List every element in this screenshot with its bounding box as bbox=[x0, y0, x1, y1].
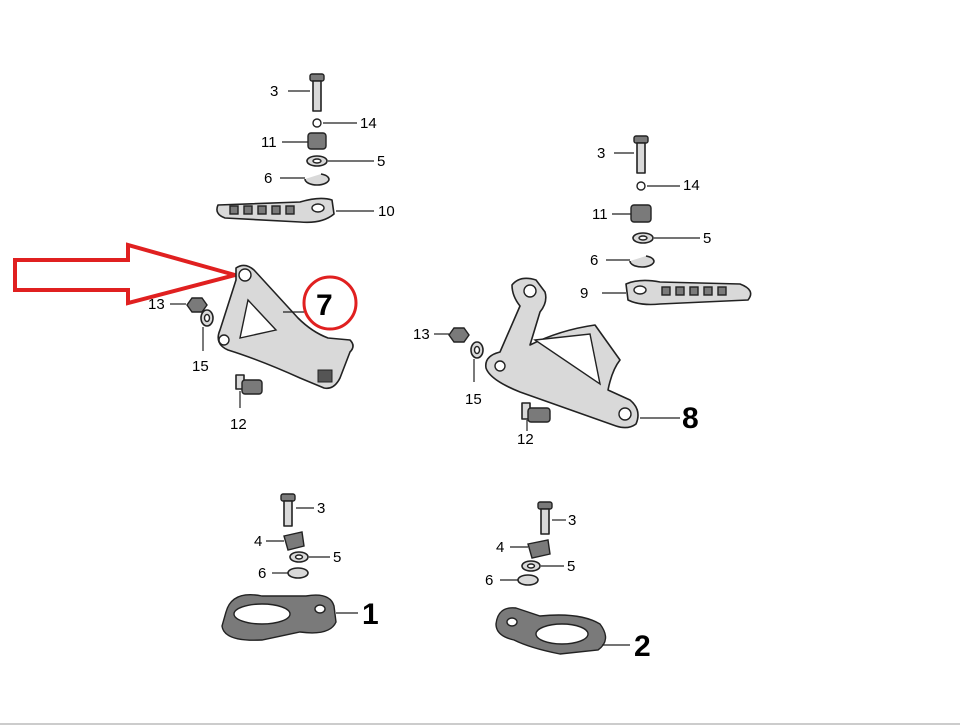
rear-left-assembly: 3 14 11 5 6 10 bbox=[216, 73, 395, 224]
clip-6 bbox=[629, 255, 655, 268]
washer-14 bbox=[636, 181, 646, 191]
label-2: 2 bbox=[634, 630, 651, 663]
bracket-8 bbox=[484, 277, 639, 429]
clip-6 bbox=[517, 574, 539, 586]
bolt-3 bbox=[633, 135, 649, 174]
label-9: 9 bbox=[580, 285, 588, 302]
label-8: 8 bbox=[682, 402, 699, 435]
label-10: 10 bbox=[378, 203, 395, 220]
spring-4 bbox=[283, 531, 305, 551]
label-3: 3 bbox=[317, 500, 325, 517]
label-5: 5 bbox=[567, 558, 575, 575]
spacer-11 bbox=[307, 132, 327, 150]
spring-4 bbox=[527, 539, 551, 559]
label-15: 15 bbox=[192, 358, 209, 375]
label-12: 12 bbox=[517, 431, 534, 448]
label-3: 3 bbox=[270, 83, 278, 100]
footrest-9 bbox=[625, 279, 752, 306]
label-13: 13 bbox=[148, 296, 165, 313]
label-11: 11 bbox=[592, 206, 608, 223]
nut-13 bbox=[448, 327, 470, 343]
label-6: 6 bbox=[258, 565, 266, 582]
clip-6 bbox=[287, 567, 309, 579]
bolt-3 bbox=[309, 73, 325, 112]
bracket-7 bbox=[217, 264, 354, 390]
highlight-arrow bbox=[13, 242, 243, 306]
rear-right-assembly: 3 14 11 5 6 9 bbox=[580, 135, 752, 306]
label-13: 13 bbox=[413, 326, 430, 343]
label-4: 4 bbox=[496, 539, 504, 556]
label-6: 6 bbox=[590, 252, 598, 269]
bolt-3 bbox=[280, 493, 296, 527]
footrest-10 bbox=[216, 197, 335, 224]
front-left-assembly: 3 4 5 6 1 bbox=[221, 493, 379, 641]
footpeg-2 bbox=[495, 607, 607, 655]
footpeg-1 bbox=[221, 594, 337, 641]
label-6: 6 bbox=[485, 572, 493, 589]
spacer-11 bbox=[630, 204, 652, 223]
label-3: 3 bbox=[597, 145, 605, 162]
bolt-12 bbox=[521, 402, 551, 423]
label-15: 15 bbox=[465, 391, 482, 408]
front-right-assembly: 3 4 5 6 2 bbox=[485, 501, 651, 663]
label-5: 5 bbox=[703, 230, 711, 247]
label-1: 1 bbox=[362, 598, 379, 631]
nut-13 bbox=[186, 297, 208, 313]
label-7: 7 bbox=[316, 289, 333, 322]
label-11: 11 bbox=[261, 134, 277, 151]
label-14: 14 bbox=[683, 177, 700, 194]
highlight-circle bbox=[302, 275, 358, 331]
label-14: 14 bbox=[360, 115, 377, 132]
label-6: 6 bbox=[264, 170, 272, 187]
bolt-12 bbox=[235, 374, 263, 395]
clip-6 bbox=[304, 173, 330, 186]
washer-14 bbox=[312, 118, 322, 128]
bolt-3 bbox=[537, 501, 553, 535]
label-4: 4 bbox=[254, 533, 262, 550]
label-5: 5 bbox=[377, 153, 385, 170]
label-3: 3 bbox=[568, 512, 576, 529]
label-12: 12 bbox=[230, 416, 247, 433]
label-5: 5 bbox=[333, 549, 341, 566]
